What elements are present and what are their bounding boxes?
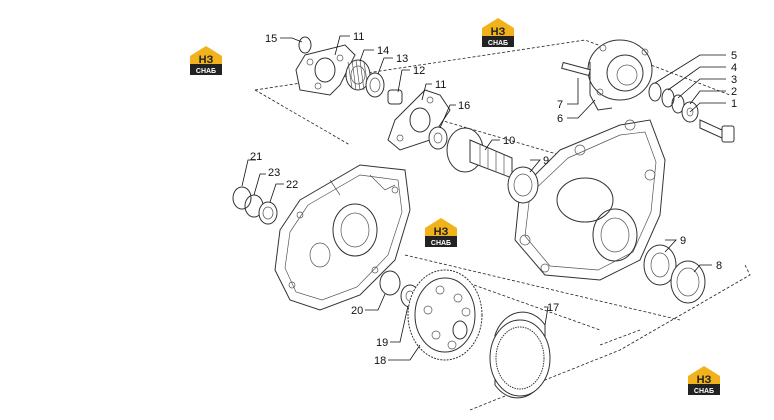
- logo-watermark-2: НЗ СНАБ: [482, 18, 514, 47]
- svg-text:НЗ: НЗ: [199, 54, 214, 66]
- callout-23: 23: [268, 167, 280, 179]
- callout-5: 5: [731, 50, 737, 62]
- retaining-ring-15: [298, 36, 312, 54]
- drive-shaft: [446, 127, 513, 179]
- callout-17: 17: [547, 302, 559, 314]
- callout-8: 8: [716, 260, 722, 272]
- callout-11-lower: 11: [435, 79, 446, 91]
- gear-housing-right: [514, 119, 666, 281]
- logo-watermark-3: НЗ СНАБ: [425, 218, 457, 247]
- callout-1: 1: [731, 98, 737, 110]
- hex-bolt: [699, 119, 735, 143]
- bearing-9-upper: [507, 166, 539, 204]
- callout-18: 18: [374, 355, 386, 367]
- callout-11-top: 11: [353, 31, 364, 43]
- callout-15: 15: [265, 33, 277, 45]
- svg-text:СНАБ: СНАБ: [196, 68, 216, 75]
- callout-labels: 1 2 3 4 5 6 7 8 9 9 10 11 11: [241, 31, 737, 367]
- callout-7: 7: [557, 99, 563, 111]
- ring-gear-17: [489, 311, 551, 399]
- hub-flange: [587, 39, 653, 111]
- ring-20: [379, 270, 401, 296]
- callout-14: 14: [377, 45, 389, 57]
- callout-2: 2: [731, 86, 737, 98]
- logo-watermark-1: НЗ СНАБ: [190, 46, 222, 75]
- svg-text:СНАБ: СНАБ: [488, 40, 508, 47]
- svg-text:СНАБ: СНАБ: [431, 240, 451, 247]
- callout-10: 10: [503, 135, 515, 147]
- callout-16: 16: [458, 100, 470, 112]
- callout-3: 3: [731, 74, 737, 86]
- gear-housing-left: [274, 164, 411, 311]
- callout-13: 13: [396, 53, 408, 65]
- callout-20: 20: [351, 305, 363, 317]
- bearing-9-lower: [643, 244, 677, 286]
- bearing-16: [428, 126, 448, 150]
- callout-9-upper: 9: [543, 155, 549, 167]
- callout-21: 21: [250, 151, 262, 163]
- needle-bearing-14: [345, 59, 371, 91]
- callout-19: 19: [376, 337, 388, 349]
- logo-watermark-4: НЗ СНАБ: [688, 366, 720, 395]
- planet-gear-18: [407, 269, 483, 361]
- seal-8: [670, 260, 706, 304]
- gasket-top: [295, 44, 356, 96]
- svg-text:НЗ: НЗ: [697, 374, 712, 386]
- callout-4: 4: [731, 62, 737, 74]
- bushing-12: [387, 89, 403, 105]
- callout-6: 6: [557, 113, 563, 125]
- svg-text:НЗ: НЗ: [491, 26, 506, 38]
- svg-text:СНАБ: СНАБ: [694, 388, 714, 395]
- gasket-lower: [387, 89, 451, 151]
- callout-9-lower: 9: [680, 235, 686, 247]
- needle-bearing-13: [365, 72, 385, 98]
- callout-22: 22: [286, 179, 298, 191]
- callout-12: 12: [413, 65, 425, 77]
- stud-bolt: [561, 61, 591, 77]
- svg-text:НЗ: НЗ: [434, 226, 449, 238]
